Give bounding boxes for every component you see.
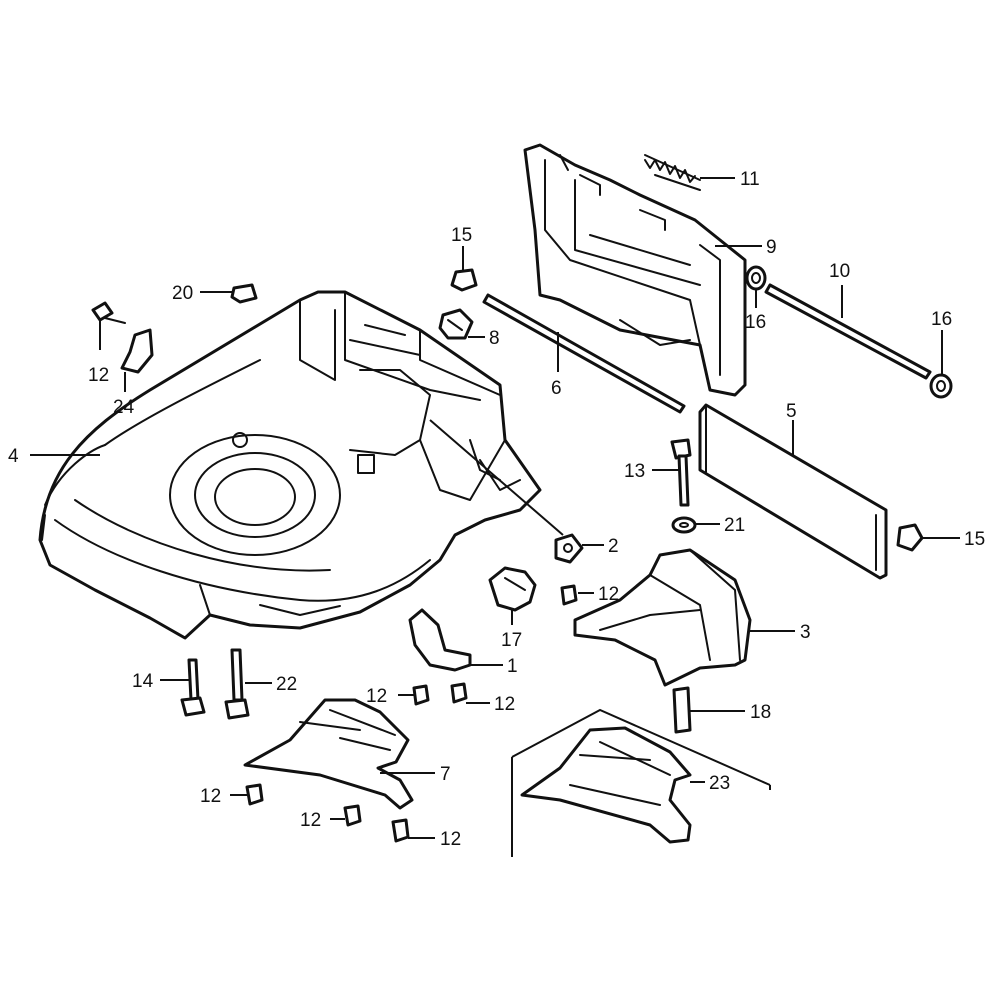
spring [644, 154, 701, 191]
callout-15-right: 15 [964, 529, 985, 550]
bolt-13 [670, 438, 692, 507]
nut-8 [438, 308, 474, 340]
callout-12-lower-b: 12 [300, 810, 321, 831]
clip-24 [120, 328, 154, 374]
bracket-2 [554, 533, 584, 564]
callout-2: 2 [608, 536, 619, 557]
bolt-12-near-17 [560, 584, 578, 606]
bolt-12-lower-b [343, 804, 362, 827]
callout-21: 21 [724, 515, 745, 536]
callout-12-lower-c: 12 [440, 829, 461, 850]
nut-15-top [450, 268, 478, 292]
callout-9: 9 [766, 237, 777, 258]
callout-24: 24 [113, 397, 135, 418]
leader-2-diagonal [429, 419, 564, 536]
callout-15-top: 15 [451, 225, 472, 246]
callout-23: 23 [709, 773, 730, 794]
callout-16-right: 16 [931, 309, 952, 330]
callout-17: 17 [501, 630, 522, 651]
callout-7: 7 [440, 764, 451, 785]
rear-guard [523, 143, 747, 397]
lever-1 [408, 608, 472, 672]
callout-12-near-17: 12 [598, 584, 619, 605]
callout-14: 14 [132, 671, 154, 692]
callout-8: 8 [489, 328, 500, 349]
bolt-12-lower-c [391, 818, 410, 843]
callout-16-left: 16 [745, 312, 766, 333]
nut-15-right [896, 523, 924, 552]
knob-17 [488, 566, 537, 612]
rod-short [764, 283, 932, 380]
washer-21 [671, 516, 697, 534]
callout-18: 18 [750, 702, 771, 723]
callout-4: 4 [8, 446, 19, 467]
callout-10: 10 [829, 261, 850, 282]
callout-12-pair-right: 12 [494, 694, 515, 715]
bolt-12-pair-right [450, 682, 468, 704]
nut-20 [230, 283, 258, 304]
bolt-12-upper-left [91, 301, 126, 324]
callout-13: 13 [624, 461, 645, 482]
callout-20: 20 [172, 283, 193, 304]
pin-18 [672, 686, 692, 734]
callout-12-pair-left: 12 [366, 686, 387, 707]
washer-16-left [745, 265, 767, 291]
callout-1: 1 [507, 656, 518, 677]
bolt-22 [224, 648, 250, 720]
bolt-12-lower-a [245, 783, 264, 806]
callout-12-upper-left: 12 [88, 365, 109, 386]
flap [698, 403, 888, 580]
callout-12-lower-a: 12 [200, 786, 221, 807]
washer-16-right [929, 373, 953, 399]
callout-3: 3 [800, 622, 811, 643]
deflector-7 [243, 698, 414, 810]
mower-deck [38, 290, 542, 640]
bolt-14 [180, 658, 206, 717]
mulch-plug-3 [573, 548, 752, 687]
callout-6: 6 [551, 378, 562, 399]
bolt-12-pair-left [412, 684, 430, 706]
callout-22: 22 [276, 674, 297, 695]
callout-11: 11 [740, 169, 760, 190]
rod-long [482, 293, 686, 414]
frame-line-diagonal [511, 708, 771, 786]
callout-5: 5 [786, 401, 797, 422]
cover-23 [520, 726, 692, 844]
